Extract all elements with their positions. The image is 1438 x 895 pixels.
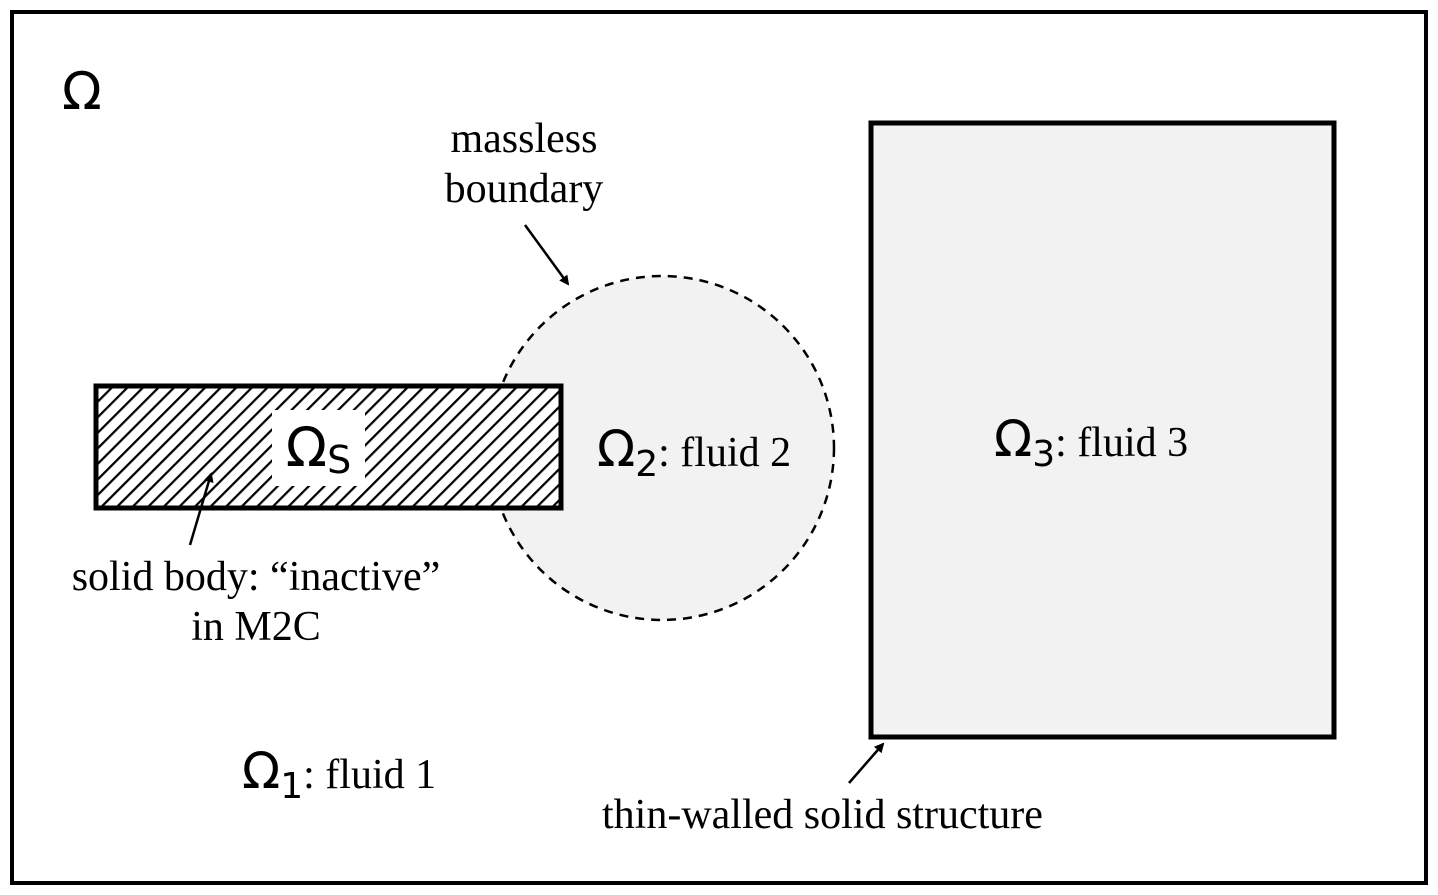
fluid-1-text: : fluid 1 (303, 752, 437, 798)
massless-line-2: boundary (444, 166, 604, 212)
arrow-solid-body (188, 472, 214, 546)
solid-body-line-2: in M2C (191, 604, 321, 650)
fluid-3-symbol: Ω (994, 410, 1033, 468)
fluid-3-structure (868, 120, 1337, 740)
arrow-massless-boundary (523, 224, 570, 286)
fluid-3-text: : fluid 3 (1055, 420, 1189, 466)
fluid-2-label: Ω2: fluid 2 (597, 424, 792, 483)
fluid-2-symbol: Ω (597, 420, 636, 478)
massless-line-1: massless (450, 116, 598, 162)
fluid-3-subscript: 3 (1032, 434, 1056, 475)
domain-label: Ω (62, 62, 102, 122)
solid-symbol: Ω (285, 416, 328, 479)
arrow-thin-walled (848, 742, 885, 784)
fluid-3-label: Ω3: fluid 3 (994, 414, 1189, 473)
thin-walled-caption: thin-walled solid structure (602, 792, 1043, 838)
fluid-2-text: : fluid 2 (658, 430, 792, 476)
solid-subscript: S (327, 438, 352, 482)
solid-body-caption: solid body: “inactive” in M2C (40, 552, 472, 652)
solid-body-line-1: solid body: “inactive” (71, 554, 441, 600)
fluid-1-symbol: Ω (242, 742, 281, 800)
fluid-2-subscript: 2 (635, 444, 659, 485)
massless-boundary-caption: massless boundary (404, 114, 644, 214)
fluid-1-label: Ω1: fluid 1 (242, 746, 437, 805)
fluid-2-region (488, 274, 836, 622)
fluid-1-subscript: 1 (280, 766, 304, 807)
